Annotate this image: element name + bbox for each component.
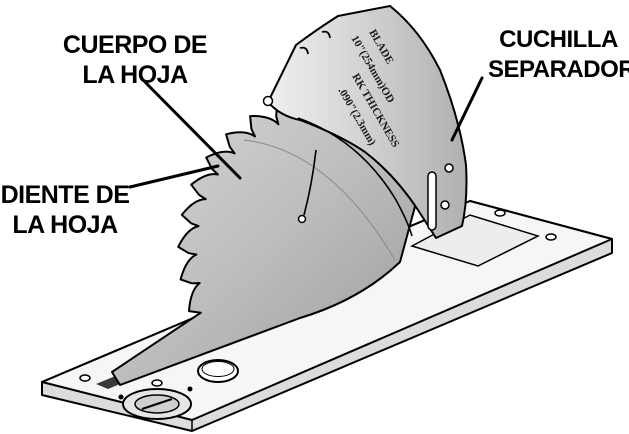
blade-tooth-leader-line (128, 164, 220, 189)
knife-hole (444, 163, 454, 173)
blade-face-shade (243, 139, 396, 261)
blade-body-label-line2: LA HOJA (82, 61, 188, 89)
leveling-dial-slot (141, 398, 173, 410)
riving-knife-inner-edge (297, 117, 413, 237)
blade-body-label: CUERPO DE LA HOJA (60, 30, 210, 90)
access-hole (197, 359, 239, 383)
knife-hole (440, 200, 450, 210)
blade-body-label-line1: CUERPO DE (62, 31, 208, 59)
access-hole-rim (201, 361, 235, 377)
blade-tooth-label-line1: DIENTE DE (0, 181, 130, 209)
screw-hole (494, 209, 506, 217)
blade-expansion-slot (303, 149, 317, 216)
knife-hole (262, 95, 274, 107)
riving-knife-leader-line (450, 76, 484, 142)
knife-mount-slot (427, 171, 437, 231)
screw-hole (79, 374, 91, 382)
blade-tooth-label-line2: LA HOJA (12, 211, 118, 239)
dial-mark (187, 386, 193, 392)
screw-hole (545, 233, 557, 241)
riving-knife-label-line2: SEPARADORA (488, 56, 629, 83)
blade-slot-end (297, 214, 307, 224)
blade-tooth-label: DIENTE DE LA HOJA (0, 180, 130, 240)
riving-knife-label-line1: CUCHILLA (499, 26, 618, 53)
blade-body-leader-line (143, 80, 242, 180)
dial-mark (118, 394, 124, 400)
knife-notch (321, 30, 331, 39)
knife-notch (299, 46, 309, 55)
screw-hole (151, 379, 163, 387)
riving-knife: BLADE 10"(254mm)OD RK THICKNESS .090"(2.… (262, 5, 468, 239)
throat-plate (41, 200, 613, 432)
riving-knife-label: CUCHILLA SEPARADORA (488, 25, 629, 85)
